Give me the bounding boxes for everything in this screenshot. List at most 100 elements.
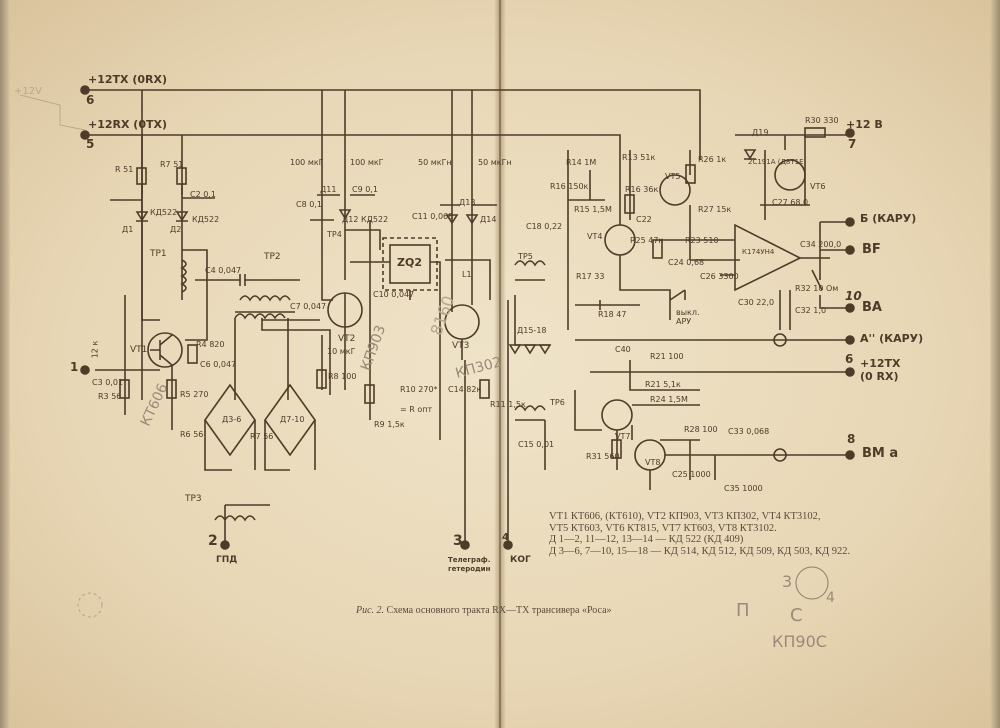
tr6-label: ТР6 bbox=[550, 398, 565, 407]
r11-value: R11 1,5к bbox=[490, 400, 526, 409]
terminal-6-right-sub: (0 RX) bbox=[860, 370, 899, 383]
d13-label: Д13 bbox=[459, 198, 476, 207]
r3-value: R3 56 bbox=[98, 392, 122, 401]
vt2-label: VT2 bbox=[338, 334, 356, 344]
r15-value: R15 1,5М bbox=[574, 205, 612, 214]
terminal-ba-label[interactable]: BA bbox=[862, 300, 882, 315]
terminal-4-number[interactable]: 4 bbox=[502, 532, 509, 543]
terminal-bm-label[interactable]: ВМ а bbox=[862, 446, 899, 461]
vt6-label: VT6 bbox=[810, 182, 826, 191]
terminal-a-karu-label[interactable]: А'' (КАРУ) bbox=[860, 332, 924, 345]
pencil-note-kp90c: КП90С bbox=[772, 632, 827, 651]
r24-value: R24 1,5М bbox=[650, 395, 688, 404]
c18-value: C18 0,22 bbox=[526, 222, 563, 231]
d1-label: Д1 bbox=[122, 225, 134, 234]
r4-value: R4 820 bbox=[196, 340, 225, 349]
c34-value: C34 200,0 bbox=[800, 240, 842, 249]
page-edge-left bbox=[0, 0, 10, 728]
r18-value: R18 47 bbox=[598, 310, 627, 319]
terminal-2-label: ГПД bbox=[216, 555, 238, 565]
c25-value: C25 1000 bbox=[672, 470, 711, 479]
diode-bridge-d3-6 bbox=[204, 383, 256, 457]
transistor-vt7 bbox=[601, 399, 633, 431]
vt7-label: VT7 bbox=[615, 432, 631, 441]
r31-value: R31 560 bbox=[586, 452, 620, 461]
d12-label: Д12 КД522 bbox=[342, 215, 389, 224]
opamp-symbol bbox=[734, 223, 802, 292]
terminal-7-label: +12 В bbox=[846, 118, 883, 131]
c3-value: C3 0,01 bbox=[92, 378, 124, 387]
r32-value: R32 10 Ом bbox=[795, 284, 839, 293]
l-vt2-value: 10 мкГ bbox=[327, 347, 356, 356]
parts-line: Д 3—6, 7—10, 15—18 — КД 514, КД 512, КД … bbox=[549, 545, 851, 557]
r5-value: R5 270 bbox=[180, 390, 209, 399]
parts-list: VT1 КТ606, (КТ610), VT2 КП903, VT3 КП302… bbox=[549, 511, 850, 557]
pencil-note-p: П bbox=[736, 600, 750, 621]
l50a-value: 50 мкГн bbox=[418, 158, 452, 167]
terminal-6-right-number: 6 bbox=[845, 352, 854, 366]
terminal-10-number: 10 bbox=[845, 289, 862, 303]
d11-label: Д11 bbox=[320, 185, 337, 194]
vt1-label: VT1 bbox=[130, 345, 148, 355]
terminal-2-number[interactable]: 2 bbox=[208, 533, 218, 549]
c27-value: C27 68,0 bbox=[772, 198, 809, 207]
rail-12tx bbox=[85, 89, 701, 160]
r7-value: R7 51 bbox=[160, 160, 184, 169]
d14-label: Д14 bbox=[480, 215, 497, 224]
zq2-label: ZQ2 bbox=[397, 256, 422, 269]
terminal-6-right-label[interactable]: +12TX bbox=[860, 357, 901, 370]
terminal-4-label: КОГ bbox=[510, 555, 531, 565]
figure-caption: Рис. 2. Схема основного тракта RX—TX тра… bbox=[356, 605, 612, 616]
c10-value: C10 0,047 bbox=[373, 290, 415, 299]
r10-value: R10 270* bbox=[400, 385, 438, 394]
c32-value: C32 1,0 bbox=[795, 306, 827, 315]
c11-value: C11 0,068 bbox=[412, 212, 454, 221]
c2-value: C2 0,1 bbox=[190, 190, 216, 199]
transistor-vt1 bbox=[147, 332, 183, 368]
vt4-label: VT4 bbox=[587, 232, 603, 241]
r16b-value: R16 36к bbox=[625, 185, 659, 194]
vt3-label: VT3 bbox=[452, 341, 470, 351]
terminal-8-number: 8 bbox=[847, 432, 856, 446]
c9-value: C9 0,1 bbox=[352, 185, 378, 194]
d15-18-label: Д15-18 bbox=[517, 326, 547, 335]
terminal-5-number[interactable]: 5 bbox=[86, 137, 95, 151]
caption-text: Схема основного тракта RX—TX трансивера … bbox=[386, 605, 612, 616]
r17-value: R17 33 bbox=[576, 272, 605, 281]
aru-switch-label[interactable]: выкл. АРУ bbox=[676, 308, 700, 326]
terminal-5-label: +12RX (0TX) bbox=[88, 118, 167, 131]
terminal-b-karu-label[interactable]: Б (КАРУ) bbox=[860, 212, 917, 225]
r21b-value: R21 5,1к bbox=[645, 380, 681, 389]
r26-value: R26 1к bbox=[698, 155, 727, 164]
page-fold bbox=[494, 0, 506, 728]
terminal-1-number[interactable]: 1 bbox=[70, 360, 79, 374]
c8-value: C8 0,1 bbox=[296, 200, 322, 209]
terminal-7-number[interactable]: 7 bbox=[848, 137, 857, 151]
r13-value: R13 51к bbox=[622, 153, 656, 162]
c4-value: C4 0,047 bbox=[205, 266, 242, 275]
c14-value: C14 82к bbox=[448, 385, 482, 394]
tr3-label: ТР3 bbox=[185, 494, 202, 504]
terminal-3-label: Телеграф. гетеродин bbox=[448, 556, 491, 573]
caption-prefix: Рис. 2. bbox=[356, 605, 385, 616]
pencil-note-3: 3 bbox=[782, 572, 793, 591]
parts-line: VT1 КТ606, (КТ610), VT2 КП903, VT3 КП302… bbox=[549, 511, 821, 522]
vt5-label: VT5 bbox=[665, 172, 681, 181]
tr2-label: ТР2 bbox=[264, 252, 281, 262]
c40-label: C40 bbox=[615, 345, 631, 354]
terminal-3-number[interactable]: 3 bbox=[453, 533, 463, 549]
l100b-value: 100 мкГ bbox=[350, 158, 384, 167]
d2-label: Д2 bbox=[170, 225, 182, 234]
terminal-6-left-number[interactable]: 6 bbox=[86, 93, 95, 107]
c22-label: C22 bbox=[636, 215, 652, 224]
d19-label: Д19 bbox=[752, 128, 769, 137]
r6b-value: R6 56 bbox=[180, 430, 204, 439]
l1-label: L1 bbox=[462, 270, 472, 279]
c6-value: C6 0,047 bbox=[200, 360, 237, 369]
vt8-label: VT8 bbox=[645, 458, 661, 467]
opamp-label: К174УН4 bbox=[742, 248, 775, 256]
pencil-note-c: С bbox=[790, 605, 803, 626]
terminal-bf-label[interactable]: BF bbox=[862, 242, 881, 257]
r7b-value: R7 56 bbox=[250, 432, 274, 441]
